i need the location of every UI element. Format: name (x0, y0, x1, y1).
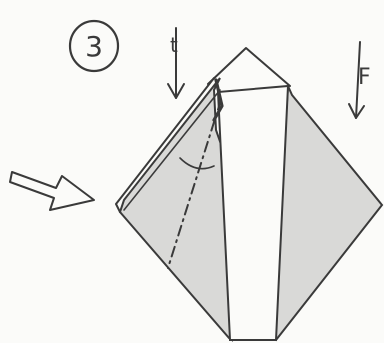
fold-mark-right: F (358, 65, 371, 90)
step-number: 3 (70, 21, 118, 71)
right-flap (272, 86, 382, 340)
fold-arrow-left: t (168, 28, 184, 98)
push-arrow (10, 172, 94, 210)
top-point (208, 48, 290, 86)
step-number-text: 3 (85, 30, 103, 63)
center-strip (218, 86, 288, 340)
fold-mark-left: t (170, 33, 178, 57)
push-arrow-shape (10, 172, 94, 210)
fold-arrow-right: F (349, 42, 371, 118)
